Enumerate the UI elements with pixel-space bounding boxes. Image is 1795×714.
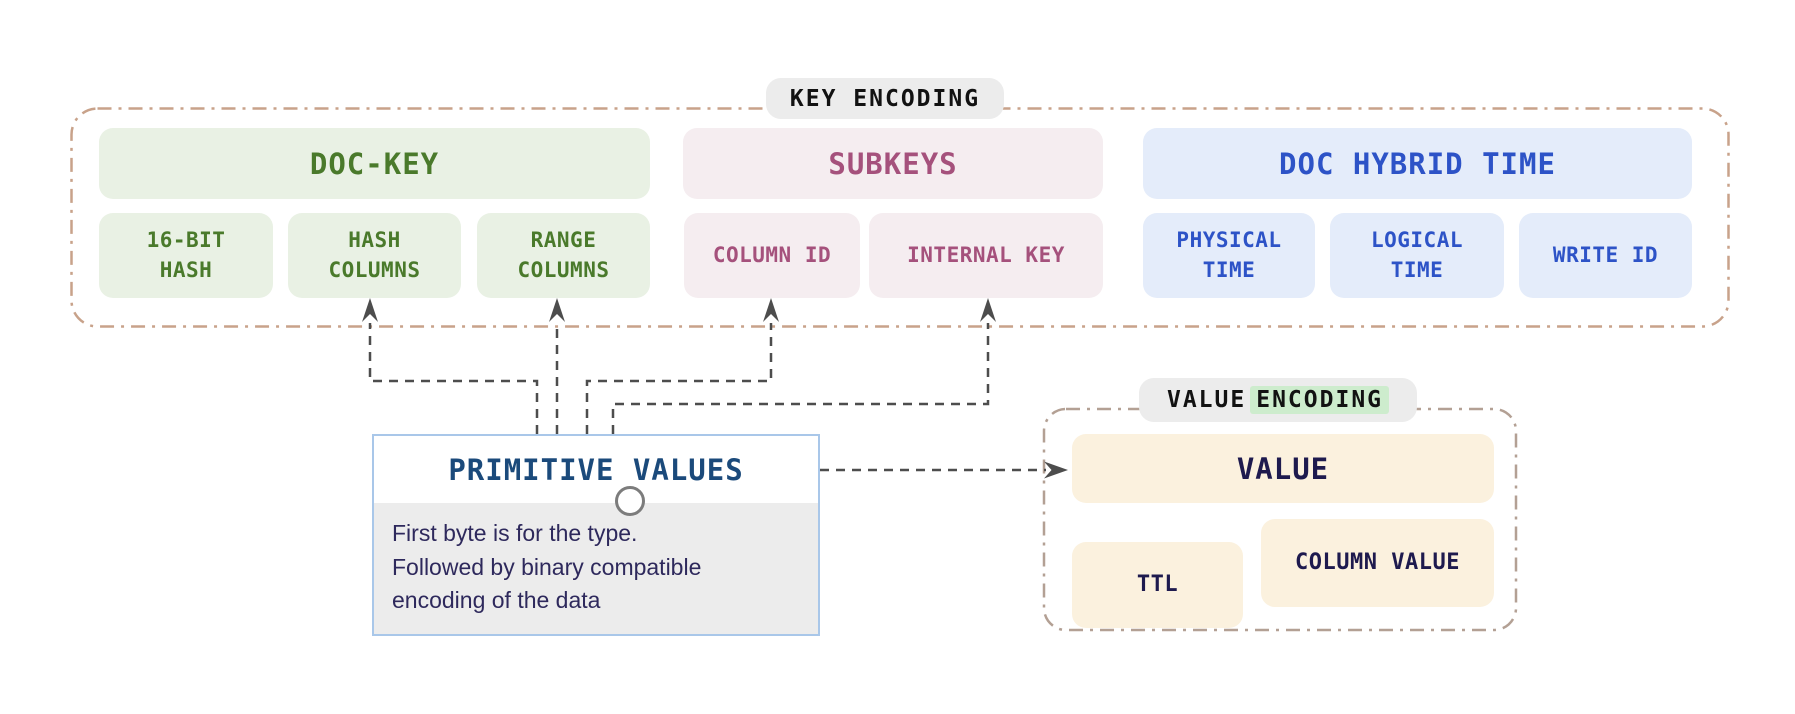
box-logical-time-label: LOGICAL TIME bbox=[1370, 227, 1463, 282]
box-column-value: COLUMN VALUE bbox=[1261, 519, 1494, 607]
section-doc-key: DOC-KEY bbox=[99, 128, 650, 199]
doc-key-title: DOC-KEY bbox=[309, 146, 440, 181]
primitive-values-box: PRIMITIVE VALUES First byte is for the t… bbox=[372, 434, 820, 636]
box-physical-time-label: PHYSICAL TIME bbox=[1176, 227, 1282, 282]
box-column-id-label: COLUMN ID bbox=[712, 242, 832, 267]
primitive-values-title: PRIMITIVE VALUES bbox=[448, 452, 744, 487]
box-value-label: VALUE bbox=[1236, 451, 1330, 486]
box-column-value-label: COLUMN VALUE bbox=[1295, 550, 1460, 576]
box-hash-columns-label: HASH COLUMNS bbox=[328, 227, 421, 282]
box-ttl: TTL bbox=[1072, 542, 1243, 628]
key-encoding-badge: KEY ENCODING bbox=[766, 78, 1004, 119]
value-encoding-container-border bbox=[1042, 407, 1518, 632]
box-16-bit-hash: 16-BIT HASH bbox=[99, 213, 273, 298]
box-range-columns-label: RANGE COLUMNS bbox=[517, 227, 610, 282]
section-subkeys: SUBKEYS bbox=[683, 128, 1103, 199]
box-column-id: COLUMN ID bbox=[684, 213, 860, 298]
box-write-id-label: WRITE ID bbox=[1552, 242, 1659, 267]
value-encoding-badge: VALUE ENCODING bbox=[1139, 378, 1417, 422]
subkeys-title: SUBKEYS bbox=[828, 146, 958, 181]
primitive-values-note: First byte is for the type. Followed by … bbox=[374, 503, 818, 634]
connector-to-hash-columns bbox=[368, 323, 539, 434]
box-physical-time: PHYSICAL TIME bbox=[1143, 213, 1315, 298]
box-logical-time: LOGICAL TIME bbox=[1330, 213, 1504, 298]
box-range-columns: RANGE COLUMNS bbox=[477, 213, 650, 298]
arrow-up-icon bbox=[980, 298, 996, 322]
key-encoding-container-border bbox=[70, 107, 1730, 328]
connector-to-column-id bbox=[585, 323, 773, 434]
box-value: VALUE bbox=[1072, 434, 1494, 503]
arrow-up-icon bbox=[763, 298, 779, 322]
connector-port-icon bbox=[615, 486, 645, 516]
box-internal-key: INTERNAL KEY bbox=[869, 213, 1103, 298]
arrow-up-icon bbox=[549, 298, 565, 322]
key-encoding-badge-label: KEY ENCODING bbox=[789, 85, 981, 112]
box-hash-columns: HASH COLUMNS bbox=[288, 213, 461, 298]
connector-to-internal-key bbox=[611, 323, 990, 434]
box-16-bit-hash-label: 16-BIT HASH bbox=[146, 227, 226, 282]
section-doc-hybrid-time: DOC HYBRID TIME bbox=[1143, 128, 1692, 199]
value-encoding-badge-word2-highlighted: ENCODING bbox=[1250, 386, 1390, 414]
doc-hybrid-time-title: DOC HYBRID TIME bbox=[1279, 146, 1556, 181]
arrow-up-icon bbox=[362, 298, 378, 322]
box-write-id: WRITE ID bbox=[1519, 213, 1692, 298]
value-encoding-badge-word1: VALUE bbox=[1166, 387, 1247, 413]
box-internal-key-label: INTERNAL KEY bbox=[907, 242, 1065, 267]
arrow-right-icon bbox=[1044, 461, 1068, 479]
box-ttl-label: TTL bbox=[1136, 572, 1179, 598]
